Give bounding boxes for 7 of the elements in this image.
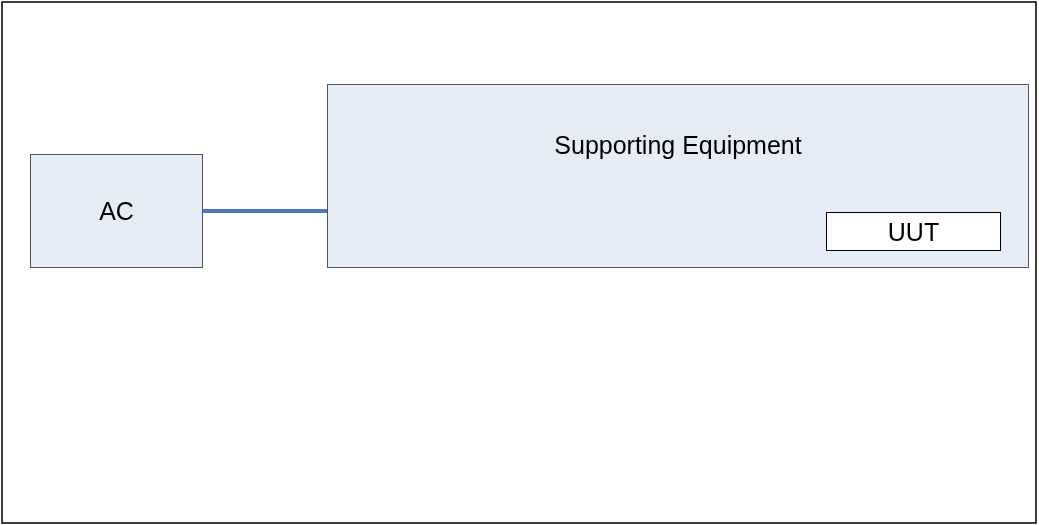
equipment-box — [327, 84, 1029, 268]
node-label: AC — [99, 196, 134, 226]
node-label: Supporting Equipment — [554, 131, 802, 160]
source-box — [30, 154, 203, 268]
unit-box — [826, 212, 1001, 251]
connector-line — [201, 209, 329, 213]
node-label: UUT — [887, 217, 940, 246]
